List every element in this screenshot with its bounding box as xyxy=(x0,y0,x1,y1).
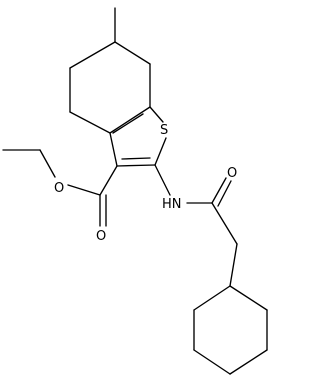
bond-amide-ch2 xyxy=(211,202,238,245)
sulfur-atom-label: S xyxy=(160,123,168,138)
bond-carbonyl-ether xyxy=(67,184,101,196)
bond-c2-nh xyxy=(154,164,171,196)
bond-c3-c2-double xyxy=(121,157,151,160)
bond-fused xyxy=(109,106,151,134)
bond-s-c2 xyxy=(154,137,167,166)
bond-ring6-3 xyxy=(69,111,111,134)
bond-c3-carbonyl xyxy=(99,165,118,196)
bond-c3a-c3 xyxy=(109,132,118,167)
ester-ether-oxygen-label: O xyxy=(54,181,64,196)
bond-chx-6 xyxy=(229,285,268,311)
bond-amide-co xyxy=(211,177,227,204)
bond-chx-1 xyxy=(193,285,231,311)
bond-chx-3 xyxy=(193,349,231,375)
bond-amide-co-double xyxy=(217,180,232,207)
molecule-structure: S HN O O O xyxy=(2,7,268,375)
amide-nitrogen-label: HN xyxy=(162,197,182,212)
bond-fused-double xyxy=(112,113,144,134)
ester-carbonyl-oxygen-label: O xyxy=(96,229,106,244)
bond-chx-4 xyxy=(229,349,268,375)
amide-oxygen-label: O xyxy=(227,166,237,181)
bond-ether-ch2 xyxy=(39,149,56,178)
bond-c3-c2 xyxy=(116,164,156,167)
bond-ch2-ch2 xyxy=(229,243,238,287)
bond-c7a-s xyxy=(149,106,164,123)
bond-ring6-4 xyxy=(114,41,151,65)
bond-ring6-1 xyxy=(69,41,116,69)
